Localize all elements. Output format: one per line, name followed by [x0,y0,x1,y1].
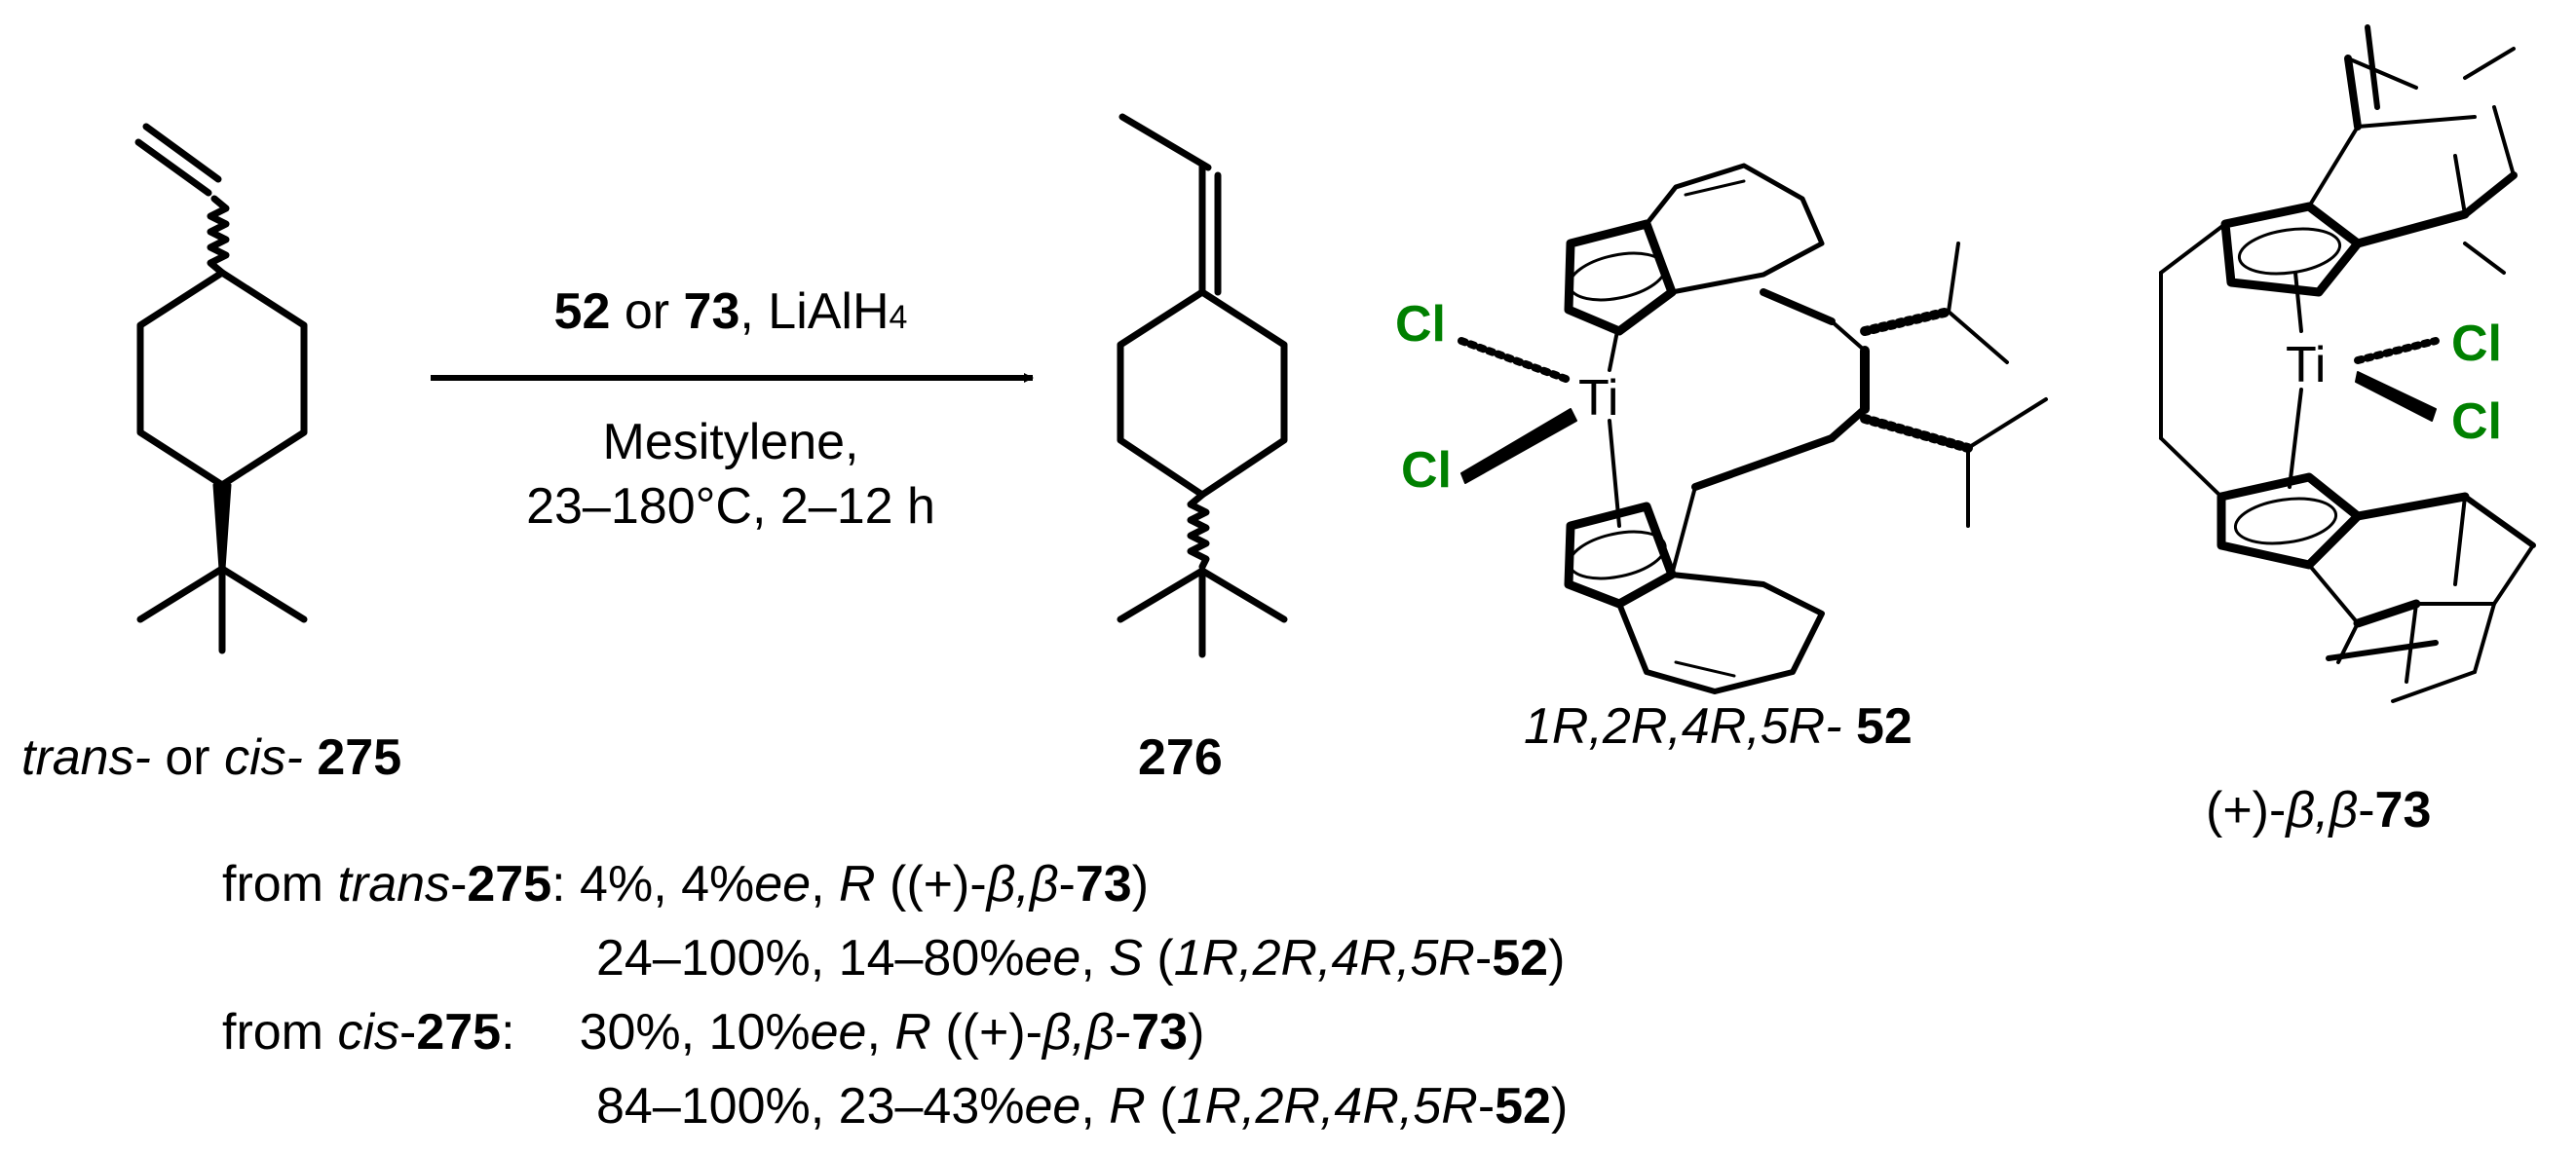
r3-f: 30%, 10% [579,1004,811,1061]
catalyst-52-label: 1R,2R,4R,5R- 52 [1524,701,1913,752]
sm-trans: trans- [21,729,151,786]
cat52-space [1842,698,1856,755]
sm-number: 275 [317,729,402,786]
r3-b: cis [337,1004,400,1061]
r1-a: from [222,856,338,913]
chlorine-label-52-lower: Cl [1401,442,1452,499]
r2-g: - [1474,930,1493,987]
cat52-stereo: 1R,2R,4R,5R- [1524,698,1842,755]
r4-a: 84–100%, 23–43% [596,1078,1025,1135]
r1-j: β,β [986,856,1059,913]
r3-n: ) [1188,1004,1205,1061]
reagent-lialh: , LiAlH [739,283,890,340]
r4-f: 1R,2R,4R,5R [1176,1078,1478,1135]
r4-i: ) [1550,1078,1569,1135]
r2-i: ) [1548,930,1566,987]
r3-g: ee [810,1004,867,1061]
r3-h: , [866,1004,895,1061]
result-row-4: 84–100%, 23–43%ee, R (1R,2R,4R,5R-52) [596,1081,1568,1132]
r3-i: R [894,1004,931,1061]
r2-h: 52 [1492,930,1549,987]
r4-d: R [1109,1078,1146,1135]
cat73-dash: - [2358,782,2375,838]
cat73-prefix: (+)- [2206,782,2287,838]
chlorine-label-52-upper: Cl [1395,296,1446,353]
reagent-subscript: 4 [889,299,908,336]
conditions-label: 23–180°C, 2–12 h [526,478,935,535]
r1-f: ee [754,856,812,913]
r4-c: , [1080,1078,1110,1135]
result-row-1: from trans-275: 4%, 4%ee, R ((+)-β,β-73) [222,859,1149,910]
r1-d: 275 [467,856,552,913]
result-row-3: from cis-275:30%, 10%ee, R ((+)-β,β-73) [222,1007,1204,1058]
r1-b: trans [337,856,451,913]
sm-or: or [150,729,225,786]
catalyst-52-structure [1458,163,2048,694]
r4-g: - [1477,1078,1496,1135]
sm-cis: cis- [224,729,303,786]
r2-a: 24–100%, 14–80% [596,930,1025,987]
product-label: 276 [1138,729,1223,786]
catalyst-73-ref: 73 [683,283,740,340]
titanium-label-52: Ti [1578,370,1618,427]
cat52-number: 52 [1856,698,1913,755]
catalyst-52-ref: 52 [553,283,611,340]
r4-e: ( [1145,1078,1177,1135]
r2-b: ee [1024,930,1081,987]
r3-j: ((+)- [930,1004,1043,1061]
r4-b: ee [1024,1078,1081,1135]
chlorine-label-73-lower: Cl [2451,393,2502,450]
catalyst-73-label: (+)-β,β-73 [2206,785,2431,836]
r1-h: R [839,856,876,913]
reagent-or: or [610,283,684,340]
r2-c: , [1080,930,1110,987]
r3-c: - [399,1004,417,1061]
r3-e: : [501,1004,515,1061]
r3-l: - [1114,1004,1132,1061]
r3-k: β,β [1042,1004,1115,1061]
starting-material-structure [134,123,308,654]
r2-e: ( [1142,930,1174,987]
cat73-number: 73 [2374,782,2432,838]
solvent-label: Mesitylene, [602,414,859,470]
r1-i: ((+)- [875,856,987,913]
reagents-label: 52 or 73, LiAlH4 [438,282,1023,341]
r1-e: : 4%, 4% [551,856,755,913]
r2-d: S [1109,930,1143,987]
r4-h: 52 [1495,1078,1551,1135]
sm-space [303,729,317,786]
r1-m: ) [1131,856,1150,913]
r3-d: 275 [416,1004,502,1061]
r1-c: - [450,856,468,913]
r1-k: - [1058,856,1076,913]
catalyst-73-structure [2159,24,2536,703]
product-structure [1117,113,1288,658]
r1-l: 73 [1075,856,1132,913]
r2-f: 1R,2R,4R,5R [1173,930,1475,987]
chlorine-label-73-upper: Cl [2451,316,2502,372]
r3-a: from [222,1004,338,1061]
starting-material-label: trans- or cis- 275 [21,732,401,783]
r1-g: , [811,856,840,913]
r3-m: 73 [1131,1004,1189,1061]
cat73-beta: β,β [2286,782,2359,838]
result-row-2: 24–100%, 14–80%ee, S (1R,2R,4R,5R-52) [596,933,1565,984]
titanium-label-73: Ti [2286,337,2326,393]
